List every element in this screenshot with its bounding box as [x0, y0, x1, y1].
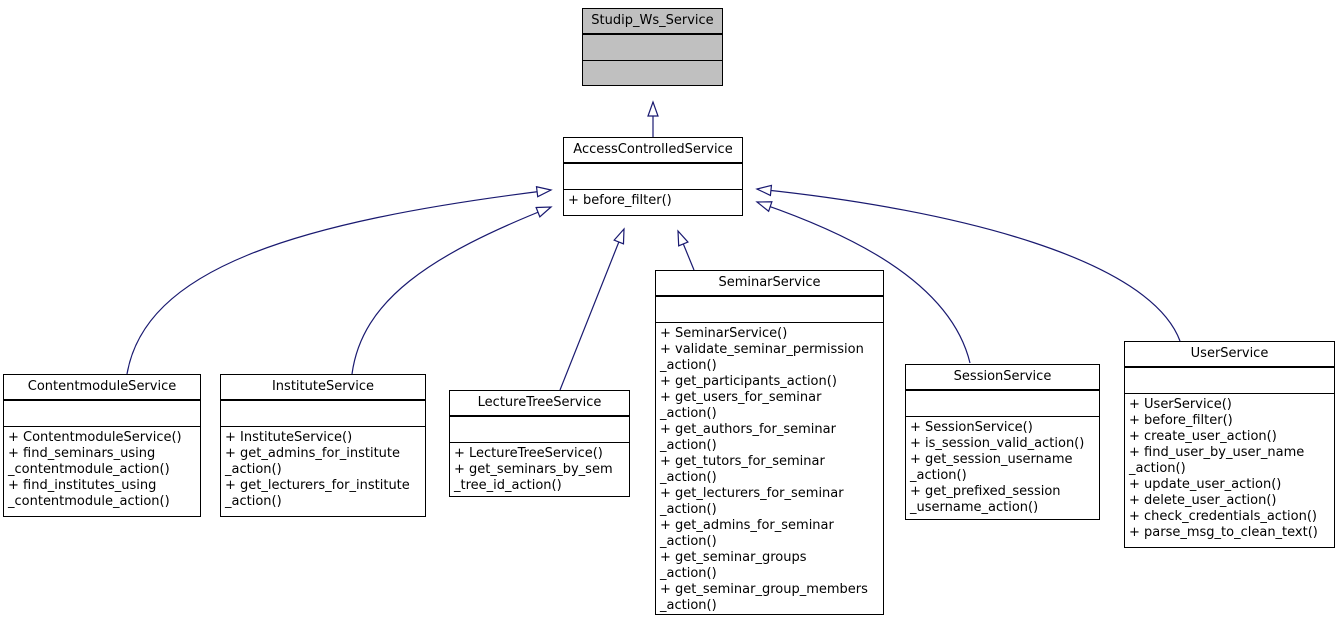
- class-name: SessionService: [906, 365, 1099, 391]
- methods-compartment: + before_filter(): [568, 193, 672, 208]
- class-name: SeminarService: [656, 271, 883, 297]
- edge-lecturetreeservice-to-accesscontrolledservice: [559, 227, 625, 391]
- class-box-seminarservice[interactable]: SeminarService + SeminarService() + vali…: [655, 270, 884, 615]
- attributes-compartment: [583, 35, 722, 61]
- attributes-compartment: [564, 164, 742, 190]
- edge-seminarservice-to-accesscontrolledservice: [677, 229, 695, 271]
- edge-instituteservice-to-accesscontrolledservice: [351, 206, 553, 375]
- class-name: UserService: [1125, 342, 1334, 368]
- class-box-instituteservice[interactable]: InstituteService + InstituteService() + …: [220, 374, 426, 517]
- methods-compartment: + LectureTreeService() + get_seminars_by…: [454, 446, 613, 493]
- methods-compartment: + InstituteService() + get_admins_for_in…: [225, 430, 410, 509]
- edge-contentmoduleservice-to-accesscontrolledservice: [126, 185, 553, 375]
- methods-compartment: + ContentmoduleService() + find_seminars…: [8, 430, 182, 509]
- attributes-compartment: [906, 391, 1099, 417]
- attributes-compartment: [656, 297, 883, 323]
- class-name: Studip_Ws_Service: [583, 9, 722, 35]
- methods-compartment: + UserService() + before_filter() + crea…: [1129, 397, 1318, 540]
- class-name: LectureTreeService: [450, 391, 629, 417]
- class-box-accesscontrolledservice[interactable]: AccessControlledService + before_filter(…: [563, 137, 743, 216]
- class-name: InstituteService: [221, 375, 425, 401]
- class-name: ContentmoduleService: [4, 375, 200, 401]
- class-box-userservice[interactable]: UserService + UserService() + before_fil…: [1124, 341, 1335, 548]
- attributes-compartment: [1125, 368, 1334, 394]
- class-box-lecturetreeservice[interactable]: LectureTreeService + LectureTreeService(…: [449, 390, 630, 497]
- class-box-studip-ws-service[interactable]: Studip_Ws_Service: [582, 8, 723, 86]
- methods-compartment: + SessionService() + is_session_valid_ac…: [910, 420, 1085, 515]
- methods-compartment: [583, 61, 722, 85]
- edge-userservice-to-accesscontrolledservice: [755, 184, 1181, 342]
- attributes-compartment: [4, 401, 200, 427]
- attributes-compartment: [221, 401, 425, 427]
- attributes-compartment: [450, 417, 629, 443]
- methods-compartment: + SeminarService() + validate_seminar_pe…: [660, 326, 868, 613]
- class-box-sessionservice[interactable]: SessionService + SessionService() + is_s…: [905, 364, 1100, 520]
- class-name: AccessControlledService: [564, 138, 742, 164]
- class-box-contentmoduleservice[interactable]: ContentmoduleService + ContentmoduleServ…: [3, 374, 201, 517]
- edge-sessionservice-to-accesscontrolledservice: [755, 201, 971, 364]
